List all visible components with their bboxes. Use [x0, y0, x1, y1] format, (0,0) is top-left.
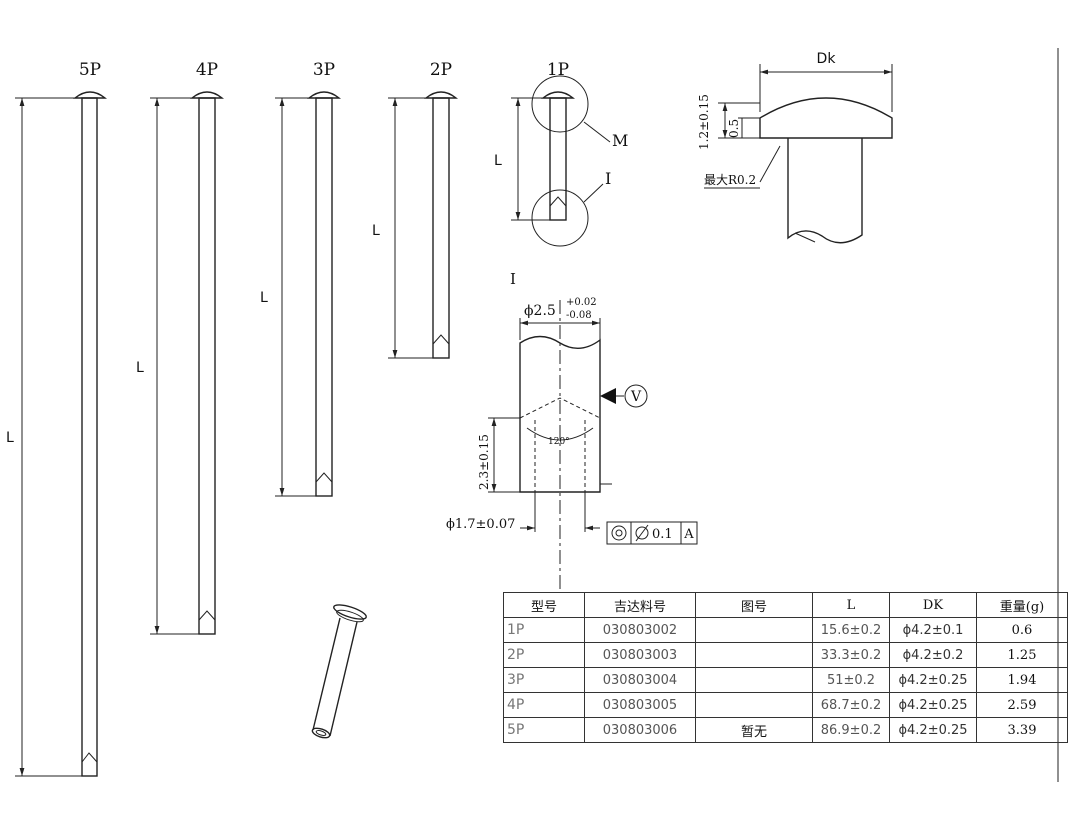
head-detail-view: Dk 1.2±0.15 0.5 最大R0.2 — [697, 51, 893, 244]
cell-weight: 1.94 — [976, 667, 1068, 693]
cell-drawing-no — [695, 692, 813, 718]
col-header-drawing-no: 图号 — [695, 592, 813, 618]
col-header-length: L — [812, 592, 890, 618]
detail-circle-i — [531, 189, 589, 247]
table-row: 4P 030803005 68.7±0.2 ϕ4.2±0.25 2.59 — [503, 692, 1068, 718]
fillet-label: 最大R0.2 — [704, 173, 756, 187]
cell-length: 33.3±0.2 — [812, 642, 890, 668]
cell-drawing-no: 暂无 — [695, 717, 813, 743]
table-row: 5P 030803006 暂无 86.9±0.2 ϕ4.2±0.25 3.39 — [503, 717, 1068, 743]
length-mark-4p: L — [136, 360, 144, 376]
table-row: 2P 030803003 33.3±0.2 ϕ4.2±0.2 1.25 — [503, 642, 1068, 668]
cell-length: 51±0.2 — [812, 667, 890, 693]
cell-weight: 1.25 — [976, 642, 1068, 668]
length-mark-1p: L — [494, 153, 502, 169]
datum-label: A — [683, 527, 694, 542]
pin-5p: 5P L — [6, 60, 107, 777]
length-mark-3p: L — [260, 290, 268, 306]
pin-2p-label: 2P — [430, 60, 452, 80]
pin-3p: 3P L — [260, 60, 341, 497]
table-header-row: 型号 吉达料号 图号 L DK 重量(g) — [503, 592, 1068, 618]
col-header-weight: 重量(g) — [976, 592, 1068, 618]
pin-4p: 4P L — [136, 60, 224, 635]
cell-length: 15.6±0.2 — [812, 617, 890, 643]
cell-model: 5P — [503, 717, 585, 743]
cell-length: 68.7±0.2 — [812, 692, 890, 718]
tip-dia-label: ϕ1.7±0.07 — [446, 517, 515, 532]
cell-dk: ϕ4.2±0.25 — [889, 667, 977, 693]
cell-dk: ϕ4.2±0.2 — [889, 642, 977, 668]
angle-label: 120° — [548, 437, 570, 447]
cell-model: 3P — [503, 667, 585, 693]
shank-dia-label: ϕ2.5 — [524, 303, 556, 319]
cell-weight: 2.59 — [976, 692, 1068, 718]
tip-view-label: I — [510, 270, 516, 288]
isometric-pin-sketch — [311, 604, 367, 739]
cell-part-no: 030803004 — [584, 667, 696, 693]
head-height-label: 1.2±0.15 — [697, 94, 711, 150]
tip-length-label: 2.3±0.15 — [477, 434, 491, 490]
cell-drawing-no — [695, 667, 813, 693]
pin-3p-label: 3P — [313, 60, 335, 80]
cell-drawing-no — [695, 642, 813, 668]
cell-part-no: 030803003 — [584, 642, 696, 668]
head-thickness-label: 0.5 — [727, 119, 741, 138]
shank-tol-upper: +0.02 — [566, 297, 597, 308]
tip-detail-view: I ϕ2.5 +0.02 -0.08 120° V 2.3±0.15 ϕ1.7±… — [446, 270, 698, 590]
detail-label-i: I — [605, 169, 611, 188]
table-row: 1P 030803002 15.6±0.2 ϕ4.2±0.1 0.6 — [503, 617, 1068, 643]
dk-label: Dk — [817, 51, 837, 67]
cell-model: 1P — [503, 617, 585, 643]
table-row: 3P 030803004 51±0.2 ϕ4.2±0.25 1.94 — [503, 667, 1068, 693]
cell-dk: ϕ4.2±0.25 — [889, 717, 977, 743]
pin-5p-label: 5P — [79, 60, 101, 80]
shank-tol-lower: -0.08 — [566, 310, 592, 321]
pin-1p-label: 1P — [547, 60, 569, 80]
cell-model: 2P — [503, 642, 585, 668]
detail-circle-m — [531, 75, 589, 133]
cell-part-no: 030803002 — [584, 617, 696, 643]
cell-model: 4P — [503, 692, 585, 718]
detail-label-m: M — [612, 131, 628, 150]
cell-length: 86.9±0.2 — [812, 717, 890, 743]
v-symbol: V — [630, 389, 642, 405]
spec-table: 型号 吉达料号 图号 L DK 重量(g) 1P 030803002 15.6±… — [503, 592, 1068, 743]
length-mark-2p: L — [372, 223, 380, 239]
pin-1p: 1P L M I — [494, 60, 628, 247]
cell-dk: ϕ4.2±0.25 — [889, 692, 977, 718]
col-header-model: 型号 — [503, 592, 585, 618]
coax-tol-label: 0.1 — [652, 527, 673, 542]
cell-weight: 3.39 — [976, 717, 1068, 743]
length-mark-5p: L — [6, 430, 14, 446]
cell-part-no: 030803006 — [584, 717, 696, 743]
cell-part-no: 030803005 — [584, 692, 696, 718]
col-header-dk: DK — [889, 592, 977, 618]
cell-dk: ϕ4.2±0.1 — [889, 617, 977, 643]
pin-4p-label: 4P — [196, 60, 218, 80]
pin-2p: 2P L — [372, 60, 458, 359]
cell-drawing-no — [695, 617, 813, 643]
feature-control-frame — [606, 521, 698, 545]
col-header-part-no: 吉达料号 — [584, 592, 696, 618]
cell-weight: 0.6 — [976, 617, 1068, 643]
